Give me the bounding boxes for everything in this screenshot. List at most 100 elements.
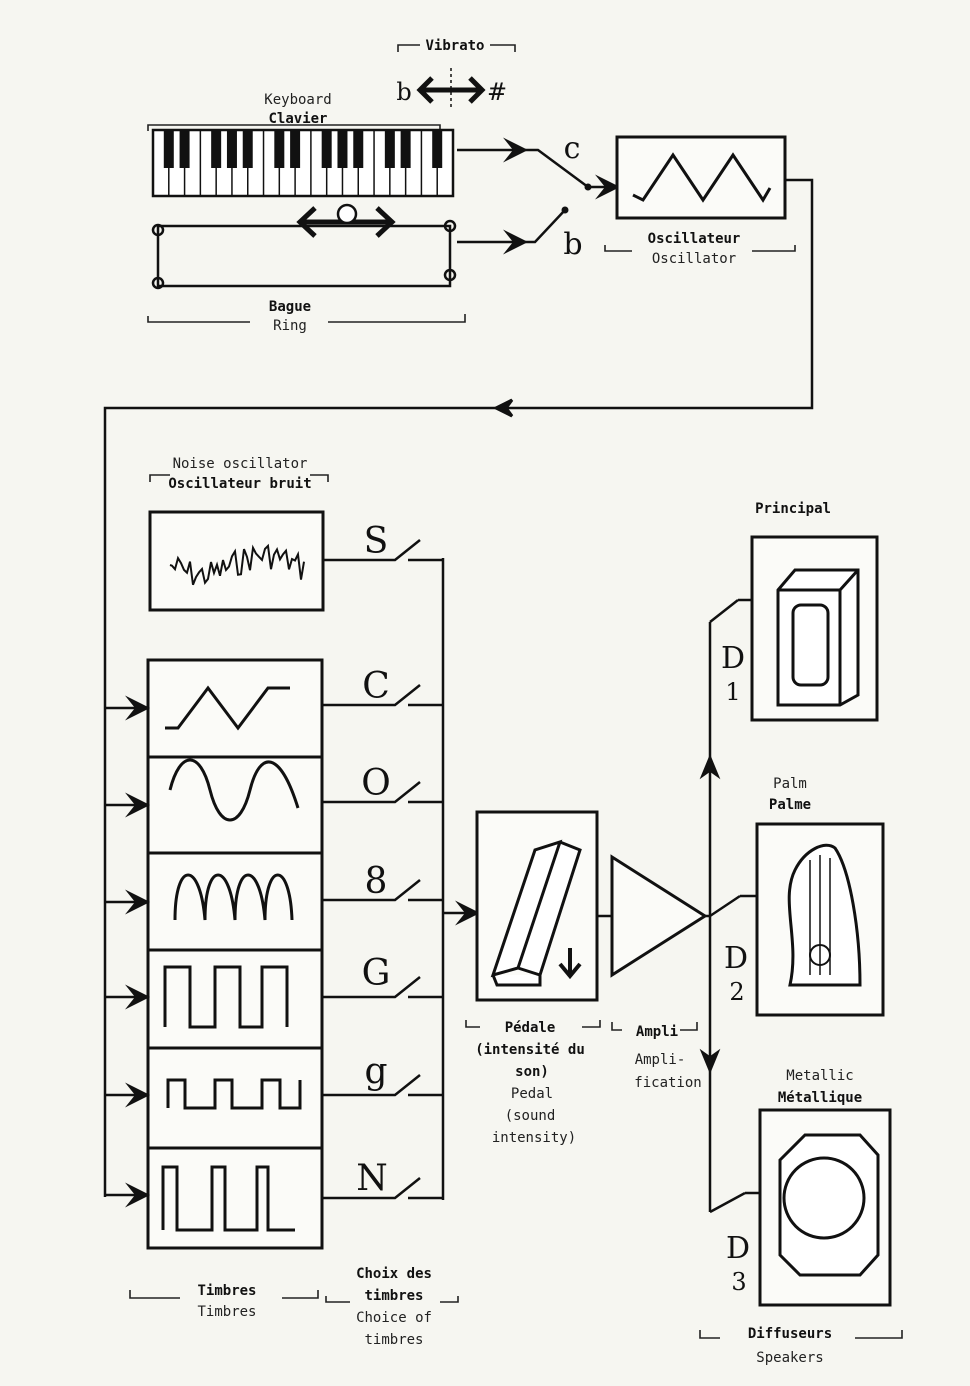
vibrato-label: Vibrato — [425, 38, 484, 54]
ampli-label-en-1: Ampli- — [635, 1052, 686, 1068]
choice-label-fr-2: timbres — [364, 1288, 423, 1304]
switch-s: S — [364, 521, 389, 562]
pedal-label-fr-1: Pédale — [505, 1020, 556, 1036]
vibrato-arrows-icon — [416, 76, 486, 104]
black-key — [353, 130, 364, 168]
timbre-switch — [322, 1074, 443, 1097]
noise-label-en: Noise oscillator — [173, 456, 308, 472]
switch-o: O — [361, 763, 391, 804]
ampli-label-fr: Ampli — [636, 1024, 678, 1040]
timbres-label-en: Timbres — [197, 1304, 256, 1320]
black-key — [226, 130, 237, 168]
ampli-label-en-2: fication — [634, 1075, 701, 1091]
sine-wave-icon — [168, 758, 300, 822]
sharp-symbol: # — [487, 78, 507, 106]
amplifier: Ampli Ampli- fication — [597, 854, 708, 1091]
timbre-switch — [322, 1177, 443, 1200]
d-number-2: 2 — [729, 978, 744, 1006]
down-arrow-icon — [558, 948, 582, 980]
d-number-1: 1 — [725, 678, 740, 706]
vibrato-group: Vibrato b # — [396, 38, 516, 110]
choice-label-en-2: timbres — [364, 1332, 423, 1348]
ring-label-fr: Bague — [269, 299, 311, 315]
narrow-pulse-wave-icon — [161, 1165, 295, 1232]
d-number-3: 3 — [731, 1268, 746, 1296]
oscillator: Oscillateur Oscillator — [604, 135, 796, 267]
black-key — [163, 130, 174, 168]
speaker-principal: Principal D 1 — [721, 501, 879, 722]
oscillator-label-fr: Oscillateur — [648, 231, 741, 247]
black-key — [432, 130, 443, 168]
black-key — [211, 130, 222, 168]
switch-8: 8 — [365, 861, 388, 902]
speaker-bus — [699, 598, 760, 1214]
palm-label-en: Palm — [773, 776, 807, 792]
timbre-switches: S C O 8 G g N — [322, 521, 480, 1200]
d-label-3: D — [726, 1231, 750, 1266]
down-arrow-icon — [699, 1048, 721, 1074]
input-selector: c b — [457, 131, 620, 262]
ring-ball-icon — [336, 203, 358, 225]
black-key — [179, 130, 190, 168]
speakers-label-fr: Diffuseurs — [748, 1326, 832, 1342]
switch-b-label: b — [563, 227, 582, 262]
triangle-wave-icon — [632, 152, 772, 203]
pedal-label-fr-2: (intensité du — [475, 1042, 585, 1058]
black-key — [337, 130, 348, 168]
pedal-label-fr-3: son) — [515, 1064, 549, 1080]
palm-label-fr: Palme — [769, 797, 811, 813]
ring: Bague Ring — [147, 203, 466, 334]
choice-label-fr-1: Choix des — [356, 1266, 432, 1282]
triangle-wave-icon — [165, 685, 290, 731]
speaker-metallic: Metallic Métallique D 3 — [726, 1068, 892, 1307]
left-arrow-icon — [492, 398, 514, 418]
noise-label-fr: Oscillateur bruit — [168, 476, 311, 492]
timbre-switch — [322, 976, 443, 999]
ring-label-en: Ring — [273, 318, 307, 334]
timbre-switch — [322, 781, 443, 804]
timbre-box — [146, 658, 324, 1250]
switch-G: G — [362, 953, 391, 994]
timbre-waveforms — [105, 658, 324, 1250]
switch-c-label: c — [564, 131, 581, 166]
pedal: Pédale (intensité du son) Pedal (sound i… — [465, 810, 601, 1146]
oscillator-box — [615, 135, 787, 220]
timbre-switch — [322, 879, 443, 902]
black-key — [384, 130, 395, 168]
noise-oscillator: Noise oscillator Oscillateur bruit — [148, 456, 329, 612]
metallic-label-en: Metallic — [786, 1068, 853, 1084]
noise-wave-icon — [169, 543, 305, 586]
ring-wire — [156, 224, 452, 288]
d-label-2: D — [724, 941, 748, 976]
switch-g: g — [364, 1051, 387, 1092]
metallic-label-fr: Métallique — [778, 1090, 862, 1106]
flat-symbol: b — [396, 78, 411, 106]
pedal-label-en-3: intensity) — [492, 1130, 576, 1146]
pedal-icon — [490, 839, 582, 987]
black-key — [321, 130, 332, 168]
switch-c: C — [362, 666, 390, 707]
pedal-label-en-2: (sound — [505, 1108, 556, 1124]
signal-line — [103, 178, 814, 1197]
d-label-1: D — [721, 641, 745, 676]
timbre-switch — [323, 539, 443, 562]
black-key — [400, 130, 411, 168]
black-key — [242, 130, 253, 168]
up-arrow-icon — [699, 754, 721, 780]
switch-n: N — [356, 1158, 388, 1199]
square-wave-icon — [163, 965, 289, 1029]
keyboard-label-en: Keyboard — [264, 92, 331, 108]
black-key — [290, 130, 301, 168]
bottom-labels: Timbres Timbres Choix des timbres Choice… — [129, 1266, 903, 1366]
pulse-wave-icon — [166, 1078, 302, 1110]
keyboard-label-fr: Clavier — [268, 111, 327, 127]
choice-label-en-1: Choice of — [356, 1310, 432, 1326]
timbre-switch — [322, 684, 443, 707]
keyboard: Keyboard Clavier — [147, 92, 455, 198]
amplifier-triangle-icon — [610, 854, 708, 978]
principal-label: Principal — [755, 501, 831, 517]
pedal-label-en-1: Pedal — [511, 1086, 553, 1102]
rectified-sine-wave-icon — [173, 873, 294, 921]
speaker-palm: Palm Palme D 2 — [724, 776, 885, 1017]
